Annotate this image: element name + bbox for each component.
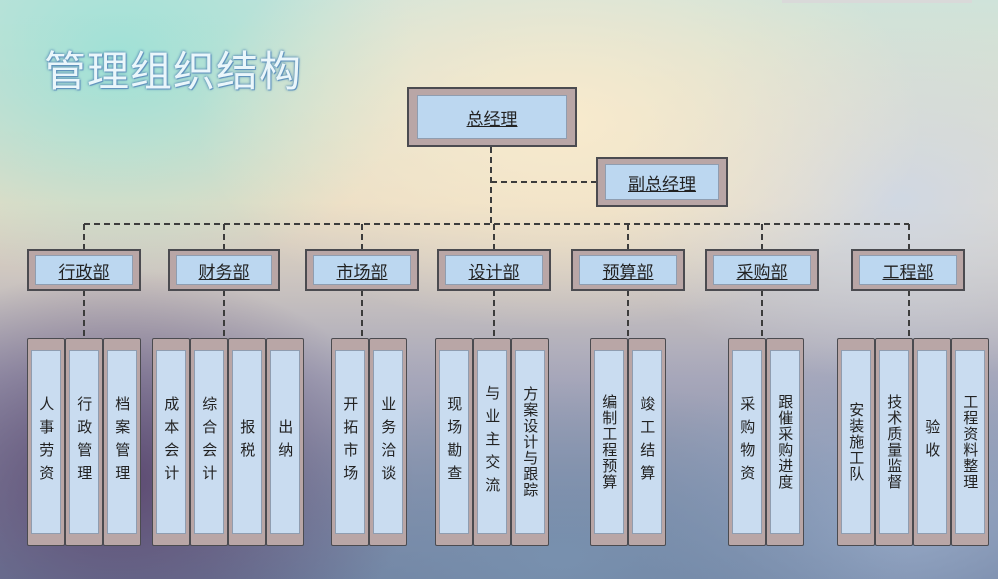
unit-engineering-documents: 工程资料整理 <box>951 338 989 546</box>
dept-purchase-box: 采购部 <box>705 249 819 291</box>
dept-budget-box: 预算部 <box>571 249 685 291</box>
dept-admin-box: 行政部 <box>27 249 141 291</box>
unit-market-negotiation-label: 业务洽谈 <box>379 396 398 488</box>
top-edge-bar <box>782 0 972 3</box>
unit-purchase-materials: 采购物资 <box>728 338 766 546</box>
deputy-box: 副总经理 <box>596 157 728 207</box>
unit-design-client-label: 与业主交流 <box>483 384 502 500</box>
unit-admin-hr-label: 人事劳资 <box>37 396 56 488</box>
unit-finance-cashier-label: 出纳 <box>276 419 295 465</box>
unit-engineering-install: 安装施工队 <box>837 338 875 546</box>
unit-market-expand-label: 开拓市场 <box>341 396 360 488</box>
unit-budget-prepare: 编制工程预算 <box>590 338 628 546</box>
unit-finance-general-label: 综合会计 <box>200 396 219 488</box>
unit-engineering-quality: 技术质量监督 <box>875 338 913 546</box>
dept-finance-box: 财务部 <box>168 249 280 291</box>
unit-design-client: 与业主交流 <box>473 338 511 546</box>
unit-market-expand: 开拓市场 <box>331 338 369 546</box>
dept-engineering-label: 工程部 <box>859 255 957 285</box>
deputy-label: 副总经理 <box>605 164 719 200</box>
dept-design-box: 设计部 <box>437 249 551 291</box>
unit-admin-management: 行政管理 <box>65 338 103 546</box>
unit-design-scheme: 方案设计与跟踪 <box>511 338 549 546</box>
unit-engineering-acceptance: 验收 <box>913 338 951 546</box>
dept-design-label: 设计部 <box>445 255 543 285</box>
unit-engineering-install-label: 安装施工队 <box>847 402 866 482</box>
dept-purchase-label: 采购部 <box>713 255 811 285</box>
unit-finance-tax: 报税 <box>228 338 266 546</box>
unit-market-negotiation: 业务洽谈 <box>369 338 407 546</box>
dept-engineering-box: 工程部 <box>851 249 965 291</box>
dept-finance-label: 财务部 <box>176 255 272 285</box>
unit-design-scheme-label: 方案设计与跟踪 <box>521 386 540 498</box>
ceo-box: 总经理 <box>407 87 577 147</box>
unit-design-survey-label: 现场勘查 <box>445 396 464 488</box>
unit-purchase-materials-label: 采购物资 <box>738 396 757 488</box>
unit-finance-cost: 成本会计 <box>152 338 190 546</box>
dept-budget-label: 预算部 <box>579 255 677 285</box>
unit-purchase-followup: 跟催采购进度 <box>766 338 804 546</box>
dept-market-label: 市场部 <box>313 255 411 285</box>
unit-engineering-documents-label: 工程资料整理 <box>961 394 980 490</box>
unit-engineering-quality-label: 技术质量监督 <box>885 394 904 490</box>
unit-admin-hr: 人事劳资 <box>27 338 65 546</box>
dept-market-box: 市场部 <box>305 249 419 291</box>
unit-finance-cashier: 出纳 <box>266 338 304 546</box>
unit-finance-general: 综合会计 <box>190 338 228 546</box>
unit-admin-archives: 档案管理 <box>103 338 141 546</box>
unit-finance-cost-label: 成本会计 <box>162 396 181 488</box>
ceo-label: 总经理 <box>417 95 567 139</box>
unit-design-survey: 现场勘查 <box>435 338 473 546</box>
unit-engineering-acceptance-label: 验收 <box>923 419 942 465</box>
unit-admin-archives-label: 档案管理 <box>113 396 132 488</box>
unit-budget-settlement: 竣工结算 <box>628 338 666 546</box>
unit-budget-settlement-label: 竣工结算 <box>638 396 657 488</box>
unit-budget-prepare-label: 编制工程预算 <box>600 394 619 490</box>
dept-admin-label: 行政部 <box>35 255 133 285</box>
page-title: 管理组织结构 <box>44 47 303 96</box>
unit-finance-tax-label: 报税 <box>238 419 257 465</box>
unit-purchase-followup-label: 跟催采购进度 <box>776 394 795 490</box>
unit-admin-management-label: 行政管理 <box>75 396 94 488</box>
